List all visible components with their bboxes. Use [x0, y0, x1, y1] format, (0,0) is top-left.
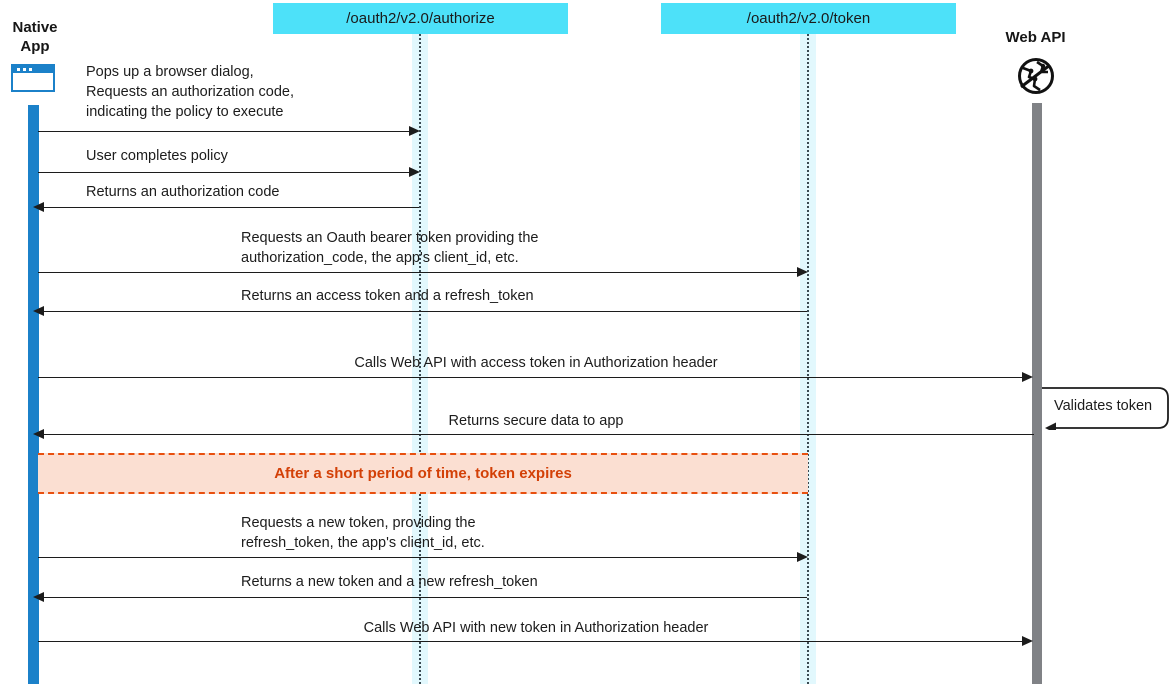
message-line-8 [44, 434, 1034, 435]
message-label-5: Returns an access token and a refresh_to… [241, 288, 534, 304]
message-line-10 [44, 597, 807, 598]
window-dot [29, 68, 32, 71]
self-message-label-validates-token: Validates token [1054, 398, 1153, 414]
message-line-5 [44, 311, 807, 312]
message-line-2 [38, 172, 413, 173]
lifeline-token [807, 34, 809, 684]
message-arrowhead-3 [33, 201, 44, 212]
participant-header-authorize[interactable]: /oauth2/v2.0/authorize [273, 3, 568, 34]
message-arrowhead-11 [1022, 635, 1033, 646]
message-label-9: Requests a new token, providing the refr… [241, 515, 485, 551]
participant-header-token[interactable]: /oauth2/v2.0/token [661, 3, 956, 34]
message-arrowhead-8 [33, 428, 44, 439]
note-token-expires: After a short period of time, token expi… [38, 453, 808, 494]
message-arrowhead-10 [33, 591, 44, 602]
message-line-11 [38, 641, 1026, 642]
participant-header-web-api: Web API [1005, 29, 1066, 46]
message-label-2: User completes policy [86, 148, 228, 164]
message-label-3: Returns an authorization code [86, 184, 280, 200]
message-line-1 [38, 131, 413, 132]
message-arrowhead-1 [409, 125, 420, 136]
message-label-1: Pops up a browser dialog, Requests an au… [86, 64, 294, 120]
message-label-10: Returns a new token and a new refresh_to… [241, 574, 538, 590]
message-label-8: Returns secure data to app [448, 413, 624, 429]
lifeline-native-app [28, 105, 39, 684]
message-arrowhead-2 [409, 166, 420, 177]
message-line-6 [38, 377, 1026, 378]
message-line-4 [38, 272, 801, 273]
message-label-11: Calls Web API with new token in Authoriz… [363, 620, 709, 636]
lifeline-authorize [419, 34, 421, 684]
message-arrowhead-4 [797, 266, 808, 277]
window-dot [23, 68, 26, 71]
globe-network-icon [1017, 57, 1055, 95]
note-token-expires-text: After a short period of time, token expi… [274, 465, 572, 482]
message-line-9 [38, 557, 801, 558]
message-label-6: Calls Web API with access token in Autho… [354, 355, 718, 371]
message-arrowhead-6 [1022, 371, 1033, 382]
message-arrowhead-5 [33, 305, 44, 316]
lifeline-web-api [1032, 103, 1042, 684]
app-window-icon [11, 64, 55, 92]
participant-header-native-app: Native App [12, 19, 58, 55]
message-arrowhead-9 [797, 551, 808, 562]
window-dot [17, 68, 20, 71]
message-label-4: Requests an Oauth bearer token providing… [241, 230, 539, 266]
message-line-3 [44, 207, 419, 208]
